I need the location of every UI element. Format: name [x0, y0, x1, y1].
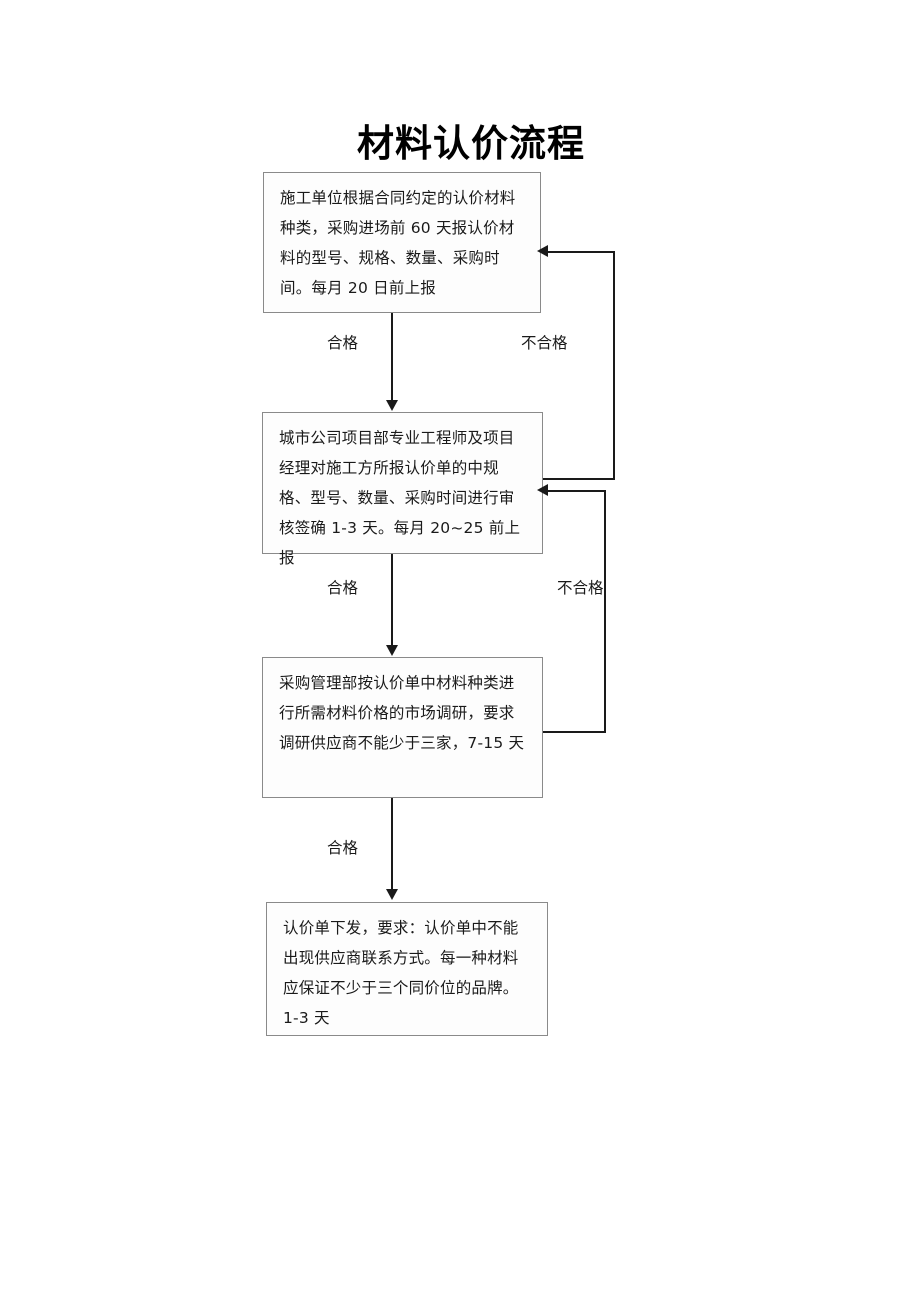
page-title: 材料认价流程	[357, 122, 585, 165]
feedback-loop-1-vertical-segment	[613, 251, 615, 480]
edge-label-pass-1: 合格	[327, 334, 359, 352]
process-step-2-box[interactable]: 城市公司项目部专业工程师及项目经理对施工方所报认价单的中规格、型号、数量、采购时…	[262, 412, 543, 567]
edge-label-pass-3: 合格	[327, 839, 359, 857]
feedback-loop-2-top-segment	[548, 490, 606, 492]
connector-step1-to-step2	[391, 313, 393, 402]
process-step-3-box[interactable]: 采购管理部按认价单中材料种类进行所需材料价格的市场调研，要求调研供应商不能少于三…	[262, 657, 543, 798]
feedback-loop-2-vertical-segment	[604, 490, 606, 733]
process-step-2-text: 城市公司项目部专业工程师及项目经理对施工方所报认价单的中规格、型号、数量、采购时…	[279, 429, 521, 567]
process-step-4-text: 认价单下发，要求：认价单中不能出现供应商联系方式。每一种材料应保证不少于三个同价…	[283, 919, 519, 1027]
arrow-head-left-step1	[537, 245, 548, 257]
edge-label-fail-2: 不合格	[557, 579, 604, 597]
process-step-4-box[interactable]: 认价单下发，要求：认价单中不能出现供应商联系方式。每一种材料应保证不少于三个同价…	[266, 902, 548, 1036]
connector-step3-to-step4	[391, 798, 393, 891]
arrow-head-down-step2	[386, 400, 398, 411]
feedback-loop-1-top-segment	[548, 251, 615, 253]
arrow-head-down-step3	[386, 645, 398, 656]
connector-step2-to-step3	[391, 554, 393, 646]
arrow-head-left-step2	[537, 484, 548, 496]
process-step-3-text: 采购管理部按认价单中材料种类进行所需材料价格的市场调研，要求调研供应商不能少于三…	[279, 674, 525, 752]
arrow-head-down-step4	[386, 889, 398, 900]
edge-label-fail-1: 不合格	[521, 334, 568, 352]
process-step-1-text: 施工单位根据合同约定的认价材料种类，采购进场前 60 天报认价材料的型号、规格、…	[280, 189, 516, 297]
process-step-1-box[interactable]: 施工单位根据合同约定的认价材料种类，采购进场前 60 天报认价材料的型号、规格、…	[263, 172, 541, 313]
feedback-loop-2-bottom-segment	[543, 731, 606, 733]
feedback-loop-1-bottom-segment	[543, 478, 615, 480]
edge-label-pass-2: 合格	[327, 579, 359, 597]
